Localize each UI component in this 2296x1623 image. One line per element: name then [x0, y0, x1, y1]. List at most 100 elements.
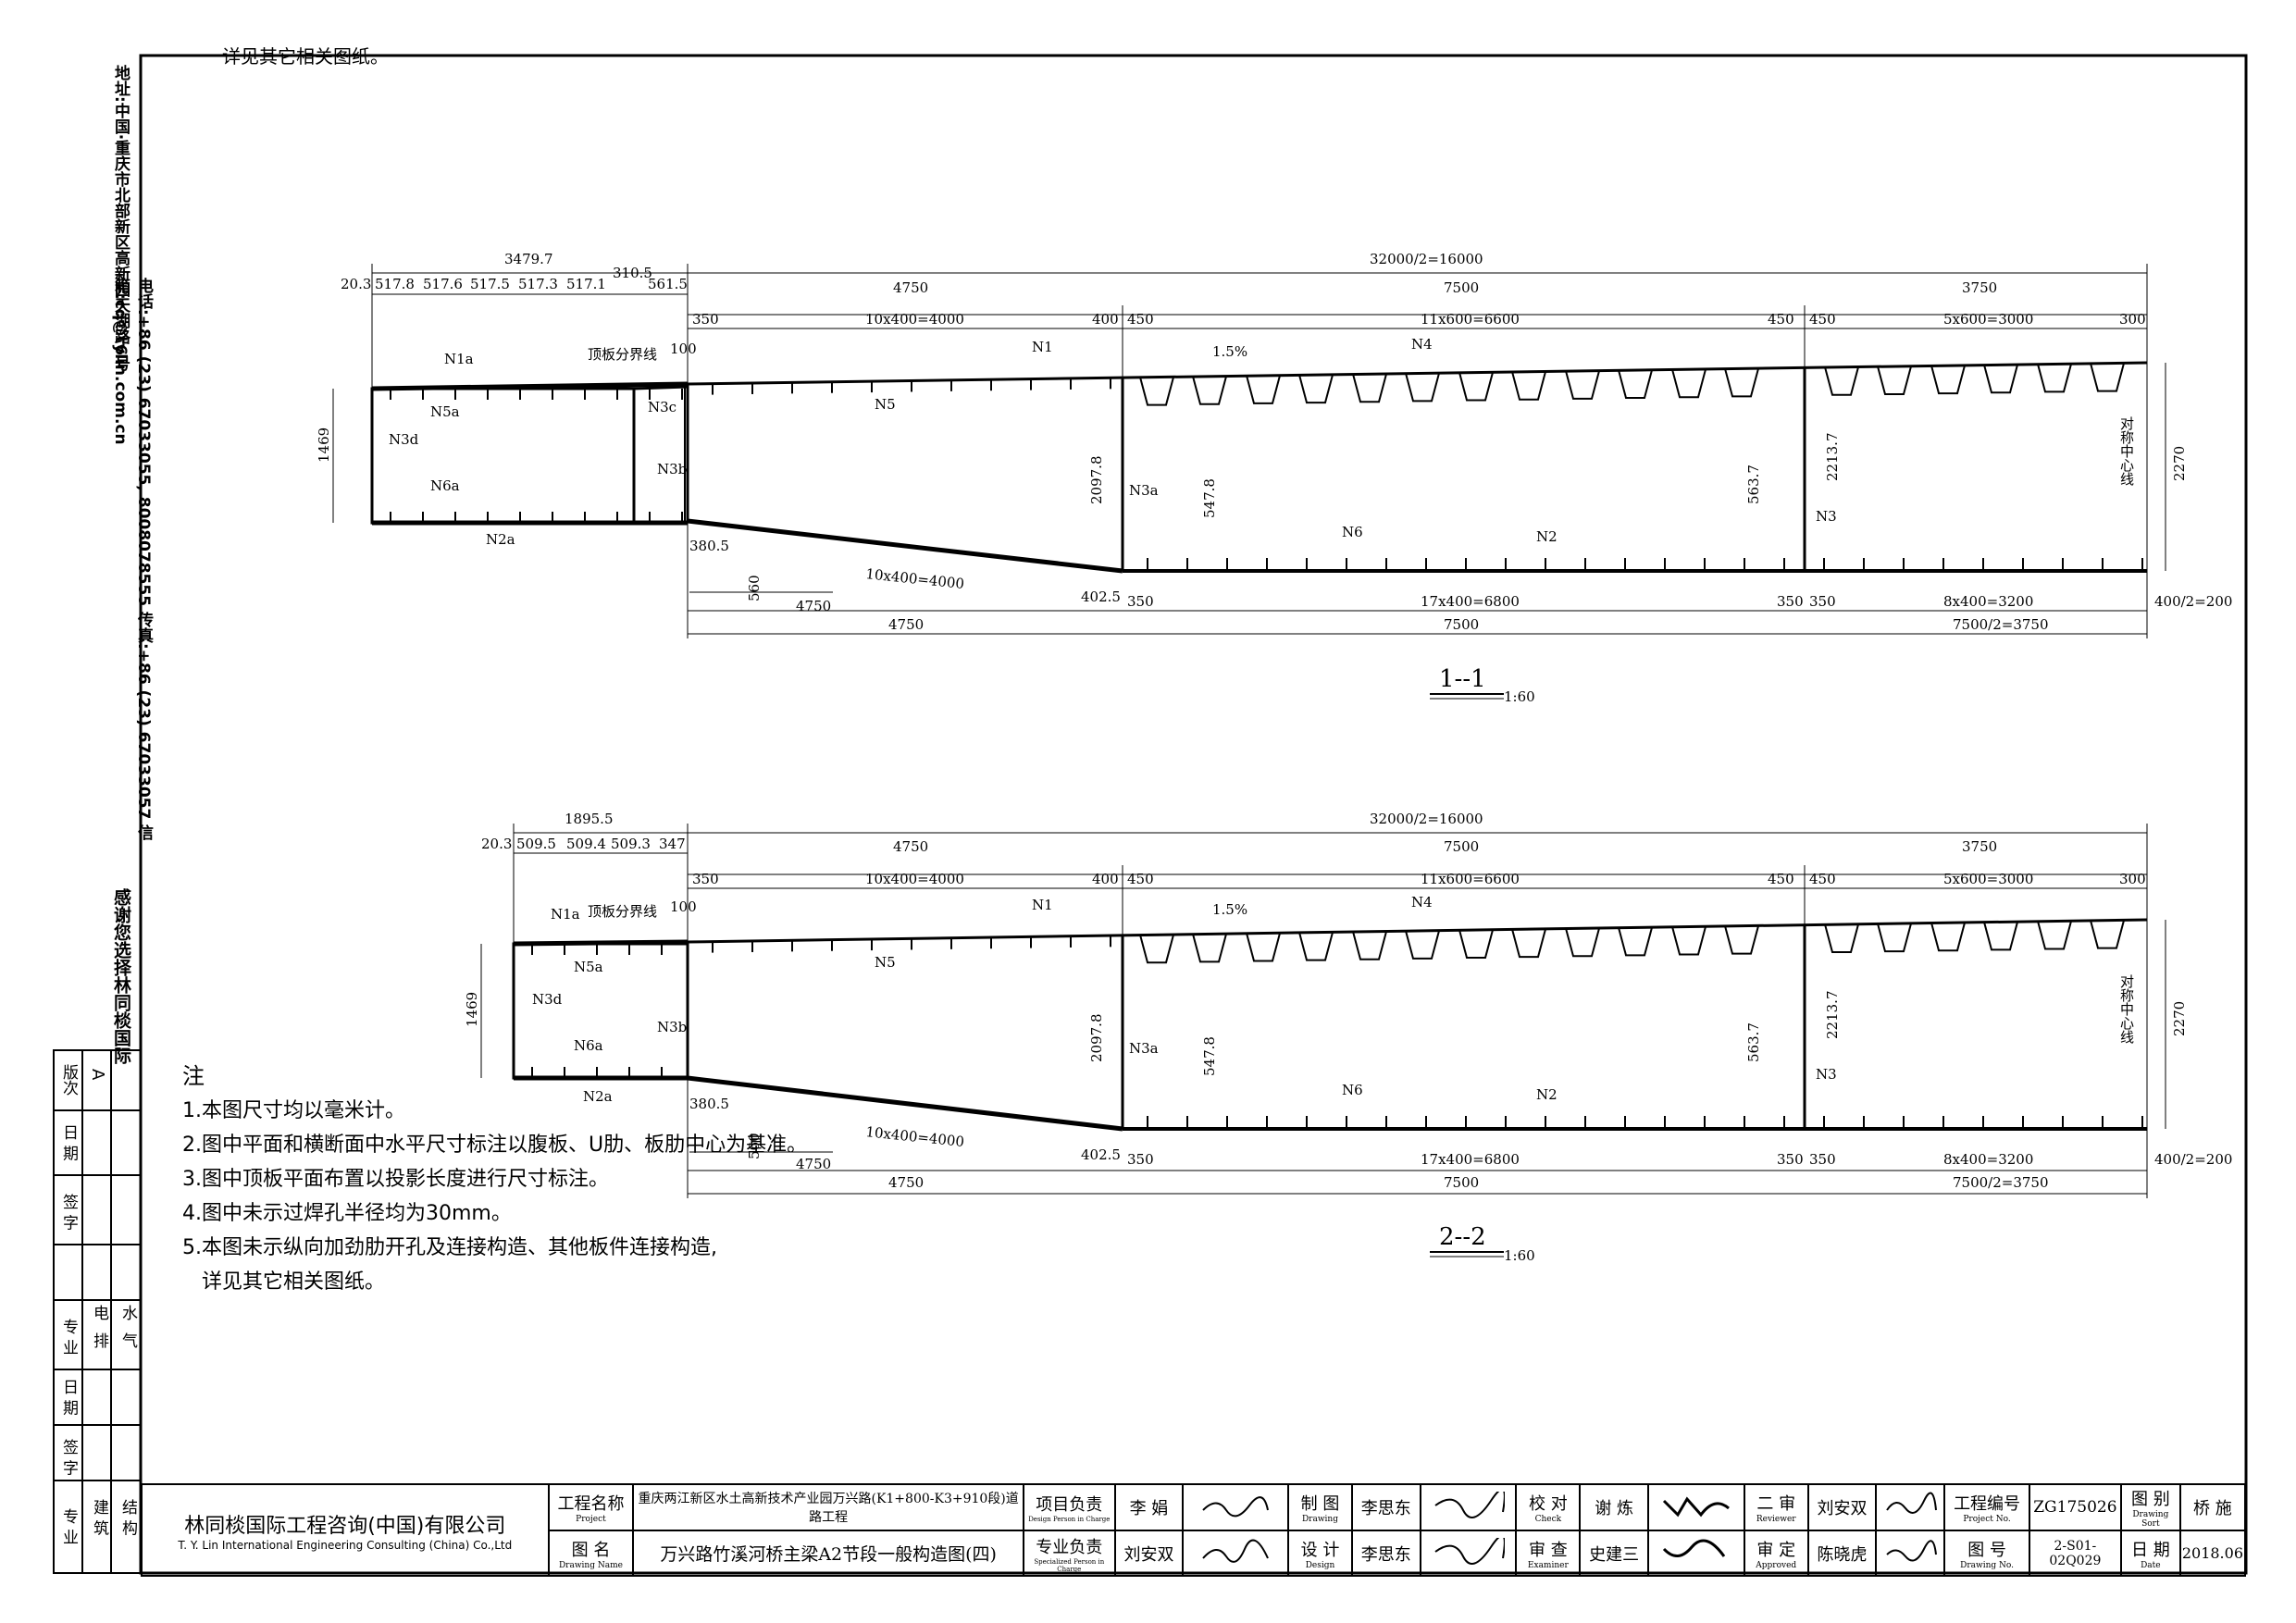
- s1-seg-1: 20.3: [341, 276, 371, 292]
- s1-d560: 560: [746, 575, 763, 601]
- pm-name: 李 娟: [1113, 1483, 1185, 1531]
- strip-version-label: 版次: [59, 1064, 78, 1096]
- side-contact-phone: 电话:+86 (23) 67033055, 8008078555 传真:+86 …: [111, 278, 153, 841]
- s2-bspan-1: 4750: [888, 1174, 924, 1191]
- note-4: 4.图中未示过焊孔半径均为30mm。: [182, 1202, 512, 1225]
- review-signature: [1646, 1530, 1745, 1577]
- second-name: 刘安双: [1806, 1483, 1878, 1531]
- drawing-name: 万兴路竹溪河桥主梁A2节段一般构造图(四): [632, 1530, 1024, 1577]
- strip-gas: 气: [118, 1332, 137, 1348]
- s2-left-total: 1895.5: [565, 811, 614, 827]
- u-rib: [1618, 369, 1653, 400]
- sort-label-en: Drawing Sort: [2132, 1510, 2169, 1529]
- s1-sub-3: 400: [1092, 311, 1119, 328]
- s1-n6a: N6a: [430, 477, 460, 494]
- s1-n5: N5: [875, 396, 896, 413]
- top-note-fragment: 详见其它相关图纸。: [222, 45, 389, 68]
- s2-seg-1: 20.3: [481, 836, 512, 852]
- projno: ZG175026: [2028, 1483, 2122, 1531]
- company-cn: 林同棪国际工程咨询(中国)有限公司: [184, 1514, 506, 1538]
- s1-n3b: N3b: [657, 461, 687, 477]
- strip-date-label-1: 日 期: [59, 1124, 78, 1161]
- s1-seg-8: 561.5: [648, 276, 688, 292]
- strip-line3: 专 业: [59, 1508, 78, 1545]
- s2-d4750b: 4750: [796, 1156, 831, 1172]
- s2-sub-9: 300: [2119, 871, 2146, 887]
- signature-spec-icon: [1202, 1539, 1270, 1563]
- s1-d380: 380.5: [689, 538, 729, 554]
- dwgno: 2-S01-02Q029: [2028, 1530, 2122, 1577]
- pm-label-en: Design Person in Charge: [1028, 1516, 1111, 1523]
- s1-d2213: 2213.7: [1824, 433, 1841, 482]
- s2-sub-2: 10x400=4000: [865, 871, 964, 887]
- s2-d547: 547.8: [1201, 1036, 1218, 1076]
- s2-n3: N3: [1816, 1066, 1837, 1083]
- date: 2018.06: [2178, 1530, 2247, 1577]
- s2-span-1: 4750: [893, 838, 928, 855]
- u-rib: [2090, 363, 2125, 392]
- s2-title: 2--2: [1439, 1223, 1486, 1251]
- s2-sub-6: 450: [1768, 871, 1794, 887]
- u-rib: [1983, 922, 2018, 951]
- u-rib: [1298, 374, 1334, 404]
- s2-seg-4: 509.3: [611, 836, 651, 852]
- strip-water: 水: [118, 1305, 137, 1320]
- diaphragm-box-1: [370, 387, 636, 525]
- u-rib: [1458, 372, 1494, 402]
- bottom-plate-2: [687, 518, 1123, 574]
- s2-d560: 560: [746, 1133, 763, 1159]
- approve-label: 审 定: [1756, 1540, 1796, 1560]
- s1-seg-5: 517.3: [518, 276, 558, 292]
- notes-heading: 注: [182, 1063, 205, 1089]
- u-rib: [1298, 932, 1334, 961]
- s2-d2213: 2213.7: [1824, 991, 1841, 1040]
- s1-span-1: 4750: [893, 279, 928, 296]
- u-rib: [1983, 365, 2018, 394]
- review-label: 审 查: [1528, 1540, 1568, 1560]
- s1-span-2: 7500: [1444, 279, 1479, 296]
- s2-bsub-4: 350: [1809, 1151, 1836, 1168]
- s1-seg-3: 517.6: [423, 276, 463, 292]
- strip-specialty: 专 业: [59, 1319, 78, 1356]
- s1-seg-4: 517.5: [470, 276, 510, 292]
- s1-n3: N3: [1816, 508, 1837, 525]
- s1-n2: N2: [1536, 528, 1558, 545]
- u-rib: [1511, 371, 1546, 401]
- spec-name: 刘安双: [1113, 1530, 1185, 1577]
- strip-version: A: [88, 1069, 107, 1081]
- s1-sub-5: 11x600=6600: [1421, 311, 1520, 328]
- s1-bay: 10x400=4000: [865, 565, 965, 592]
- s1-seg-7: 310.5: [613, 265, 652, 281]
- strip-elec: 电: [90, 1305, 108, 1320]
- check-label: 校 对: [1528, 1494, 1568, 1514]
- draw-label: 制 图: [1300, 1494, 1340, 1514]
- projno-label-en: Project No.: [1963, 1515, 2011, 1524]
- signature-approve-icon: [1886, 1539, 1938, 1561]
- s1-height-left: 1469: [316, 427, 332, 463]
- s2-overall: 32000/2=16000: [1370, 811, 1483, 827]
- left-strip: [53, 1049, 142, 1574]
- s2-n5a: N5a: [574, 959, 603, 975]
- strip-structure: 结 构: [118, 1499, 137, 1536]
- date-label: 日 期: [2130, 1540, 2170, 1560]
- s1-d563: 563.7: [1745, 465, 1762, 504]
- section-2-2: [480, 824, 2166, 1258]
- s2-sym: 对称中心线: [2118, 974, 2135, 1044]
- s1-span-3: 3750: [1962, 279, 1997, 296]
- s1-sub-7: 450: [1809, 311, 1836, 328]
- u-rib: [1511, 928, 1546, 959]
- check-name: 谢 炼: [1579, 1483, 1649, 1531]
- sort-label: 图 别: [2130, 1490, 2170, 1509]
- s2-sub-1: 350: [692, 871, 719, 887]
- s2-n3b: N3b: [657, 1019, 687, 1035]
- s1-height-right: 2270: [2171, 446, 2188, 481]
- signature-pm-icon: [1202, 1496, 1270, 1518]
- approve-label-en: Approved: [1756, 1560, 1797, 1570]
- u-rib: [2090, 920, 2125, 949]
- s2-bsub-1: 350: [1127, 1151, 1154, 1168]
- s1-bsub-5: 8x400=3200: [1943, 593, 2033, 610]
- company-cell: 林同棪国际工程咨询(中国)有限公司 T. Y. Lin Internationa…: [141, 1483, 550, 1577]
- note-2: 2.图中平面和横断面中水平尺寸标注以腹板、U肋、板肋中心为基准。: [182, 1134, 808, 1157]
- u-rib: [1930, 923, 1966, 952]
- u-rib: [1458, 929, 1494, 960]
